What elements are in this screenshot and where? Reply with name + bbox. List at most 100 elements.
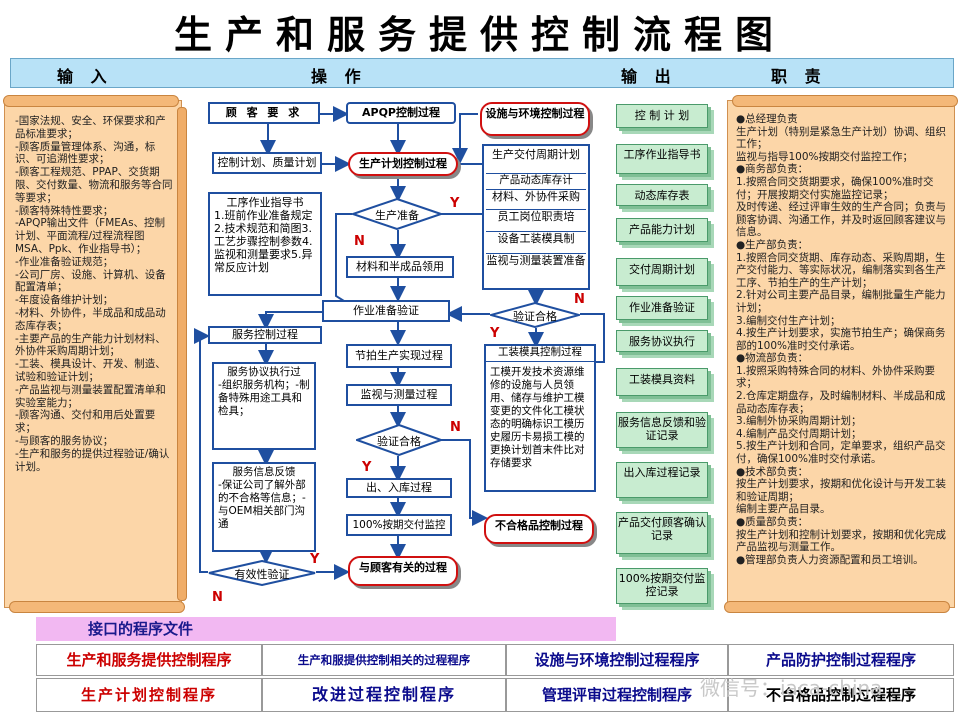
responsibility-list: ●总经理负责生产计划（特别是紧急生产计划）协调、组织工作；监视与指导100%按期… bbox=[736, 113, 950, 566]
watermark: 微信号：iaca-china bbox=[700, 676, 883, 700]
work-instruction-item: 4.监视和测量要求 bbox=[214, 235, 313, 261]
interface-doc-5: 生产计划控制程序 bbox=[36, 678, 262, 712]
verification-ok-label: 验证合格 bbox=[513, 310, 557, 323]
input-item: -顾客沟通、交付和用后处置要求； bbox=[15, 409, 156, 435]
service-feedback-title: 服务信息反馈 bbox=[232, 466, 296, 478]
responsibility-item: 2.针对公司主要产品目录，编制批量生产能力计划； bbox=[736, 289, 946, 314]
input-list: -国家法规、安全、环保要求和产品标准要求；-顾客质量管理体系、沟通，标识、可追溯… bbox=[15, 115, 175, 473]
output-document: 100%按期交付监控记录 bbox=[616, 568, 708, 604]
nonconforming-control-box: 不合格品控制过程 bbox=[484, 514, 594, 544]
control-plan-box: 控制计划、质量计划 bbox=[212, 152, 322, 174]
verification-decision: 验证合格 bbox=[490, 302, 580, 328]
output-document: 出入库过程记录 bbox=[616, 462, 708, 498]
customer-process-box: 与顾客有关的过程 bbox=[348, 556, 458, 586]
responsibility-item: 1.按照合同交货期要求，确保100%准时交付；开展按期交付实施监控记录； bbox=[736, 175, 934, 201]
interface-doc-3: 设施与环境控制过程程序 bbox=[506, 644, 728, 676]
output-document: 产品能力计划 bbox=[616, 218, 708, 242]
responsibility-item: 按生产计划和控制计划要求，按期和优化完成产品监视与测量工作。 bbox=[736, 528, 946, 554]
header-responsibility: 职 责 bbox=[771, 67, 827, 86]
service-feedback-items: -保证公司了解外部的不合格等信息；-与OEM相关部门沟通 bbox=[218, 479, 306, 530]
input-item: -国家法规、安全、环保要求和产品标准要求； bbox=[15, 115, 166, 140]
responsibility-item: 4.按生产计划要求，实施节拍生产；确保商务部的100%准时交付承诺。 bbox=[736, 327, 946, 352]
beat-production-box: 节拍生产实现过程 bbox=[346, 344, 452, 368]
second-verification-decision: 验证合格 bbox=[356, 424, 442, 456]
responsibility-item: ●管理部负责人力资源配置和员工培训。 bbox=[736, 553, 924, 566]
tooling-item: 设备工装模具制 bbox=[486, 232, 586, 254]
input-item: -APQP输出文件（FMEAs、控制计划、平面流程/过程流程图MSA、Ppk、作… bbox=[15, 217, 166, 255]
output-document: 控 制 计 划 bbox=[616, 104, 708, 128]
yes-marker: Y bbox=[362, 460, 372, 475]
responsibility-item: 编制主要产品目录。 bbox=[736, 503, 831, 516]
facility-environment-box: 设施与环境控制过程 bbox=[480, 102, 590, 136]
interface-label: 接口的程序文件 bbox=[36, 617, 616, 641]
output-document: 动态库存表 bbox=[616, 184, 708, 206]
responsibility-item: ●生产部负责： bbox=[736, 238, 809, 251]
responsibility-item: 5.按生产计划和合同，定单要求，组织产品交付，确保100%准时交付承诺。 bbox=[736, 440, 946, 466]
service-agreement-title: 服务协议执行过 bbox=[227, 366, 301, 378]
service-agreement-box: 服务协议执行过 -组织服务机构；-制备特殊用途工具和检具； bbox=[212, 362, 316, 450]
staff-training-item: 员工岗位职责培 bbox=[486, 210, 586, 232]
responsibility-item: 1.按照采购特殊合同的材料、外协件采购要求； bbox=[736, 364, 936, 390]
responsibility-item: 监视与指导100%按期交付监控工作； bbox=[736, 150, 914, 163]
output-document: 服务信息反馈和验证记录 bbox=[616, 412, 708, 448]
input-item: -产品监视与测量装置配置清单和实验室能力； bbox=[15, 383, 166, 409]
output-document: 工序作业指导书 bbox=[616, 144, 708, 174]
work-instruction-item: 5.异常反应计划 bbox=[214, 248, 313, 274]
responsibility-item: ●总经理负责 bbox=[736, 113, 798, 125]
delivery-plan-item: 生产交付周期计划 bbox=[486, 148, 586, 174]
responsibility-item: 3.编制外协采购周期计划； bbox=[736, 415, 862, 428]
responsibility-item: ●商务部负责： bbox=[736, 163, 809, 176]
service-control-box: 服务控制过程 bbox=[208, 326, 322, 344]
output-document: 交付周期计划 bbox=[616, 258, 708, 286]
responsibility-item: 3.编制交付生产计划； bbox=[736, 314, 841, 327]
input-item: -工装、模具设计、开发、制造、试验和验证计划； bbox=[15, 358, 166, 383]
yes-marker: Y bbox=[310, 552, 320, 567]
responsibility-item: 2.仓库定期盘存，及时编制材料、半成品和成品动态库存表； bbox=[736, 390, 946, 415]
responsibility-scroll: ●总经理负责生产计划（特别是紧急生产计划）协调、组织工作；监视与指导100%按期… bbox=[724, 95, 958, 613]
work-instruction-items: 1.班前作业准备规定2.技术规范和简图3.工艺步骤控制参数4.监视和测量要求5.… bbox=[214, 209, 316, 274]
responsibility-item: 4.编制产品交付周期计划； bbox=[736, 427, 862, 440]
customer-requirement-box: 顾 客 要 求 bbox=[208, 102, 320, 124]
page-title: 生产和服务提供控制流程图 bbox=[173, 13, 786, 57]
interface-doc-6: 改进过程控制程序 bbox=[262, 678, 506, 712]
production-prep-label: 生产准备 bbox=[375, 209, 419, 222]
input-item: -公司厂房、设施、计算机、设备配置清单； bbox=[15, 268, 166, 294]
responsibility-item: 及时传递、经过评审生效的生产合同；负责与顾客协调、沟通工作，并及时返回顾客建议与… bbox=[736, 201, 946, 239]
responsibility-item: ●物流部负责： bbox=[736, 352, 809, 365]
material-issue-box: 材料和半成品领用 bbox=[346, 256, 454, 278]
production-prep-list: 生产交付周期计划 产品动态库存计 材料、外协件采购 员工岗位职责培 设备工装模具… bbox=[482, 144, 590, 290]
setup-verification-box: 作业准备验证 bbox=[322, 300, 450, 322]
interface-doc-4: 产品防护控制过程程序 bbox=[728, 644, 954, 676]
work-instruction-box: 工序作业指导书 1.班前作业准备规定2.技术规范和简图3.工艺步骤控制参数4.监… bbox=[208, 192, 322, 296]
input-item: -顾客工程规范、PPAP、交货期限、交付数量、物流和服务等合同等要求； bbox=[15, 166, 173, 204]
input-item: -顾客特殊特性要求； bbox=[15, 204, 114, 217]
warehouse-inout-box: 出、入库过程 bbox=[346, 478, 452, 498]
responsibility-item: ●质量部负责： bbox=[736, 516, 809, 528]
input-item: -顾客质量管理体系、沟通，标识、可追溯性要求； bbox=[15, 140, 156, 166]
work-instruction-title: 工序作业指导书 bbox=[226, 196, 304, 209]
no-marker: N bbox=[212, 590, 223, 605]
responsibility-item: 1.按照合同交货期、库存动态、采购周期，生产交付能力、等实际状况，编制落实到各生… bbox=[736, 251, 946, 289]
input-item: -年度设备维护计划； bbox=[15, 294, 114, 307]
production-plan-control-box: 生产计划控制过程 bbox=[348, 152, 458, 176]
input-item: -作业准备验证规范； bbox=[15, 255, 114, 268]
apqp-process-box: APQP控制过程 bbox=[346, 102, 456, 124]
monitor-device-item: 监视与测量装置准备 bbox=[486, 254, 586, 267]
no-marker: N bbox=[574, 292, 585, 307]
yes-marker: Y bbox=[450, 196, 460, 211]
tooling-mold-title: 工装模具控制过程 bbox=[486, 346, 594, 362]
interface-doc-1: 生产和服务提供控制程序 bbox=[36, 644, 262, 676]
interface-doc-8: 不合格品控制过程程序 bbox=[728, 678, 954, 712]
responsibility-item: ●技术部负责： bbox=[736, 465, 809, 478]
output-document: 作业准备验证 bbox=[616, 296, 708, 320]
input-item: -生产和服务的提供过程验证/确认计划。 bbox=[15, 447, 170, 473]
yes-marker: Y bbox=[490, 326, 500, 341]
ontime-delivery-box: 100%按期交付监控 bbox=[346, 514, 452, 536]
header-operation: 操 作 bbox=[311, 67, 367, 86]
second-verification-label: 验证合格 bbox=[377, 435, 421, 448]
responsibility-item: 生产计划（特别是紧急生产计划）协调、组织工作； bbox=[736, 125, 946, 151]
output-document: 服务协议执行 bbox=[616, 330, 708, 352]
tooling-mold-control-box: 工装模具控制过程 工模开发技术资源维修的设施与人员领用、储存与维护工模变更的文件… bbox=[484, 344, 596, 492]
effectiveness-label: 有效性验证 bbox=[234, 568, 290, 581]
work-instruction-item: 2.技术规范和简图 bbox=[214, 222, 302, 235]
